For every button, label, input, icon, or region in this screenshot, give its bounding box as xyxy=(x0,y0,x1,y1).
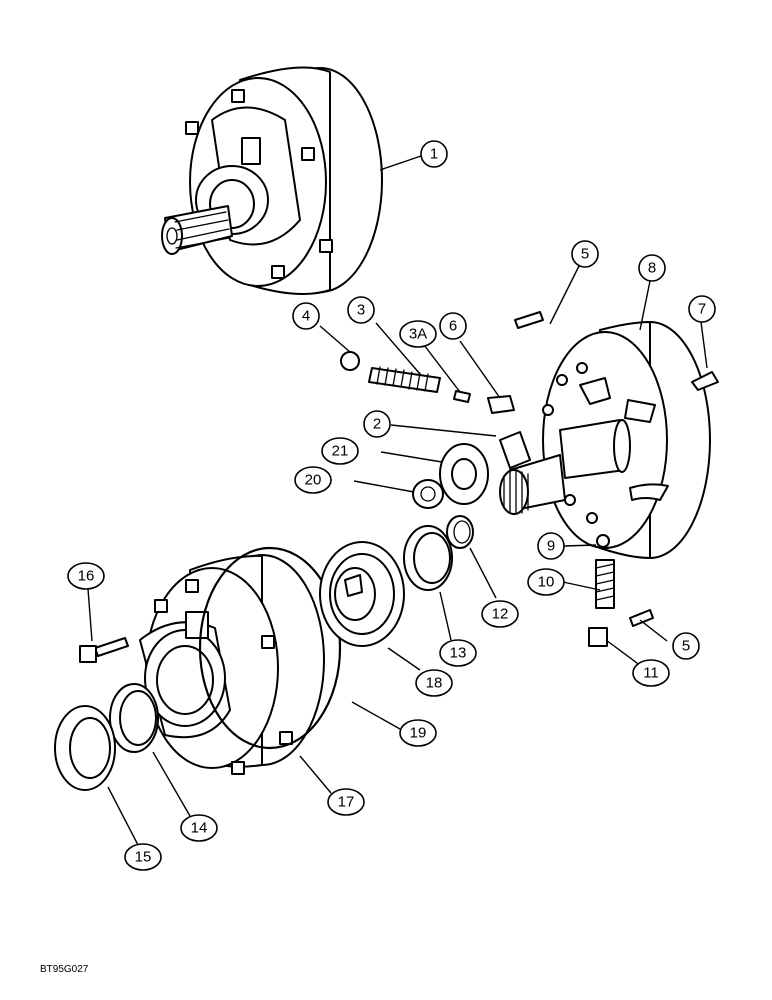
part-18-ring-gear xyxy=(319,541,405,647)
part-3a-pin xyxy=(453,390,471,403)
callout-13-label: 13 xyxy=(450,645,467,662)
callout-12: 12 xyxy=(481,600,519,628)
callout-11: 11 xyxy=(632,659,670,687)
callout-16-label: 16 xyxy=(78,568,95,585)
callout-16: 16 xyxy=(67,562,105,590)
part-15-seal xyxy=(54,705,116,791)
callout-10-label: 10 xyxy=(538,574,555,591)
part-20-needle-bearing xyxy=(412,479,444,509)
callout-21: 21 xyxy=(321,437,359,465)
callout-2: 2 xyxy=(363,410,391,438)
callout-18: 18 xyxy=(415,669,453,697)
callout-3a-label: 3A xyxy=(409,326,427,343)
part-16-bolt xyxy=(79,637,129,663)
part-10-spring xyxy=(595,559,615,609)
callout-18-label: 18 xyxy=(426,675,443,692)
callout-4: 4 xyxy=(292,302,320,330)
part-1-pump-housing xyxy=(161,66,383,295)
part-14-bearing xyxy=(109,683,159,753)
callout-13: 13 xyxy=(439,639,477,667)
callout-19-label: 19 xyxy=(410,725,427,742)
callout-3a: 3A xyxy=(399,320,437,348)
part-11-cap xyxy=(588,627,608,647)
callout-9-label: 9 xyxy=(547,538,555,555)
reference-code: BT95G027 xyxy=(40,964,89,975)
callout-6-label: 6 xyxy=(449,318,457,335)
part-3-spring xyxy=(368,366,441,393)
callout-15-label: 15 xyxy=(135,849,152,866)
callout-5-lower-label: 5 xyxy=(682,638,690,655)
callout-5-upper-label: 5 xyxy=(581,246,589,263)
callout-20-label: 20 xyxy=(305,472,322,489)
callout-15: 15 xyxy=(124,843,162,871)
callout-5-lower: 5 xyxy=(672,632,700,660)
part-4-plug xyxy=(340,351,360,371)
part-17-lower-housing xyxy=(139,554,325,775)
callout-1-label: 1 xyxy=(430,146,438,163)
callout-7: 7 xyxy=(688,295,716,323)
part-12-bushing xyxy=(446,515,474,549)
part-19-o-ring xyxy=(198,546,342,750)
callout-17-label: 17 xyxy=(338,794,355,811)
callout-7-label: 7 xyxy=(698,301,706,318)
callout-8-label: 8 xyxy=(648,260,656,277)
callout-6: 6 xyxy=(439,312,467,340)
callout-9: 9 xyxy=(537,532,565,560)
part-9-ball xyxy=(596,534,610,548)
part-7-plug xyxy=(691,371,719,391)
part-2-sleeve xyxy=(499,431,531,469)
callout-3-label: 3 xyxy=(357,302,365,319)
callout-11-label: 11 xyxy=(643,665,659,682)
callout-21-label: 21 xyxy=(332,443,349,460)
callout-4-label: 4 xyxy=(302,308,310,325)
callout-10: 10 xyxy=(527,568,565,596)
part-8-pump-body xyxy=(499,321,711,559)
callout-12-label: 12 xyxy=(492,606,509,623)
part-5-pin-lower xyxy=(629,609,654,627)
callout-14-label: 14 xyxy=(191,820,208,837)
callout-1: 1 xyxy=(420,140,448,168)
callout-5-upper: 5 xyxy=(571,240,599,268)
callout-8: 8 xyxy=(638,254,666,282)
part-13-bearing-race xyxy=(403,525,453,591)
part-21-gear xyxy=(439,443,489,505)
callout-2-label: 2 xyxy=(373,416,381,433)
callout-20: 20 xyxy=(294,466,332,494)
callout-17: 17 xyxy=(327,788,365,816)
part-5-pin-upper xyxy=(514,311,544,329)
callout-14: 14 xyxy=(180,814,218,842)
part-6-valve xyxy=(487,395,515,414)
callout-19: 19 xyxy=(399,719,437,747)
callout-3: 3 xyxy=(347,296,375,324)
